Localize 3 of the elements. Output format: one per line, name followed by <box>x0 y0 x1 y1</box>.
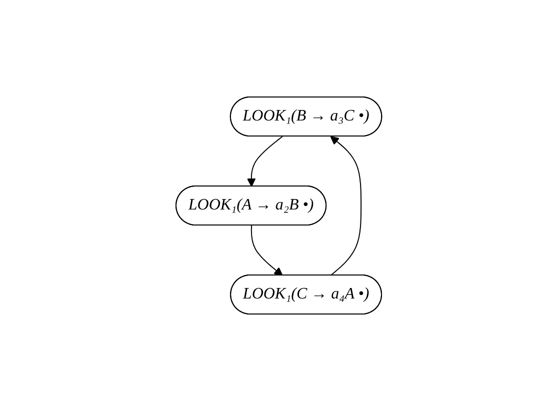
arrow <box>330 136 362 276</box>
arrow <box>251 225 283 276</box>
arrow <box>247 136 284 187</box>
